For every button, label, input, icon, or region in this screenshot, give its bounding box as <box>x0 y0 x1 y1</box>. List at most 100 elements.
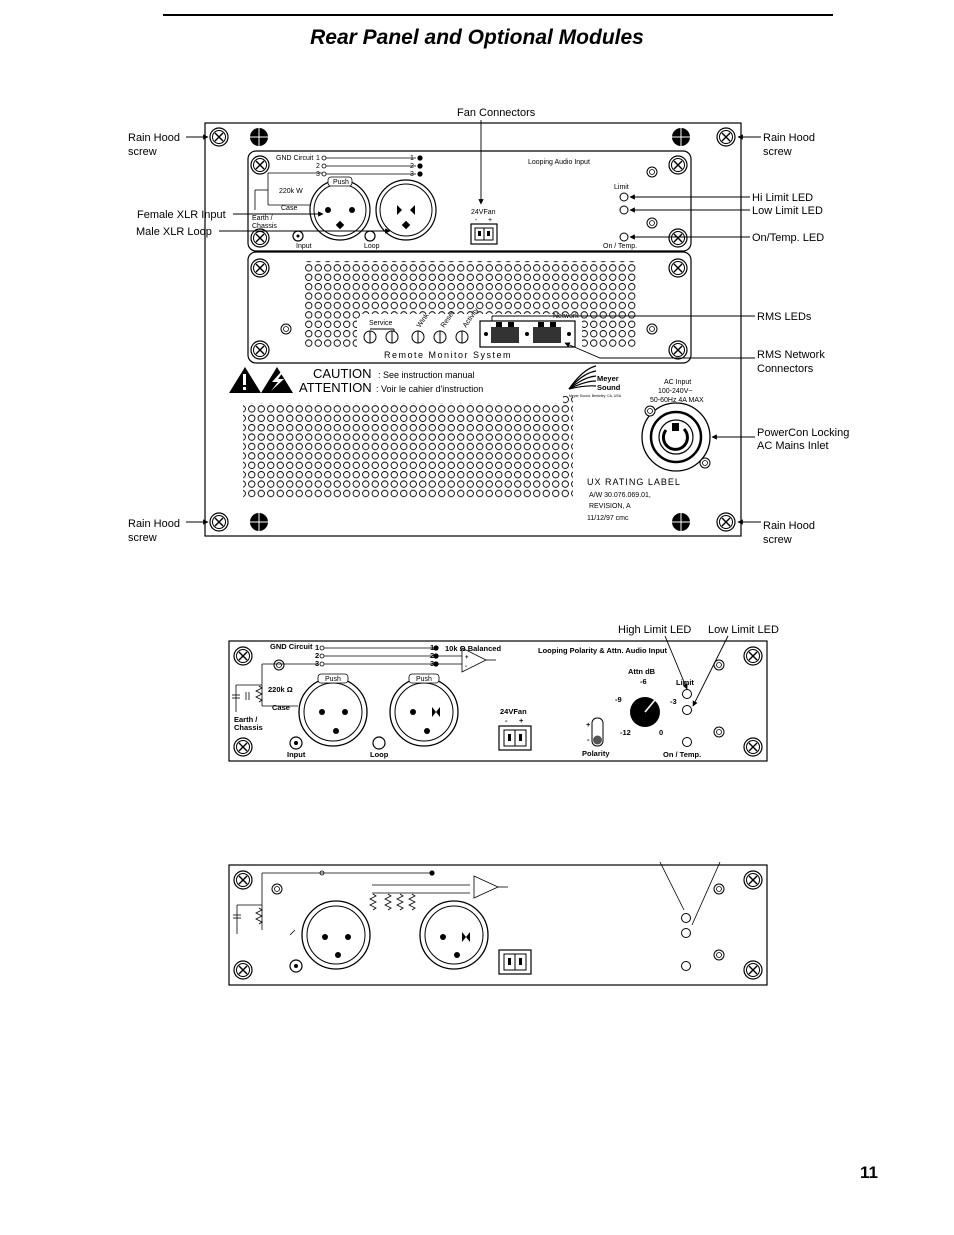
rain-hood-callout: Rain Hood <box>763 132 815 144</box>
pin-label: 3 <box>315 659 319 668</box>
fan-connector-icon <box>470 223 498 245</box>
pin-label: 1 <box>430 643 434 652</box>
sound-text: Sound <box>597 383 621 392</box>
loop-ring-icon <box>364 230 376 242</box>
attn-tick: -9 <box>615 695 622 704</box>
module-screw-icon <box>743 870 763 890</box>
polarity-label: Polarity <box>582 749 610 758</box>
module-screw-icon <box>250 258 270 278</box>
module-screw-icon <box>668 155 688 175</box>
rain-hood-screw-icon <box>209 127 229 147</box>
pin-label: 1 <box>315 643 319 652</box>
chassis-label: Chassis <box>234 723 263 732</box>
push-label: Push <box>333 179 349 186</box>
high-limit-callout: High Limit LED <box>618 624 691 636</box>
male-xlr-icon <box>419 900 489 970</box>
ac-freq-label: 50-60Hz 4A MAX <box>650 397 704 404</box>
grille-left <box>305 318 357 348</box>
module-ring-icon <box>713 883 725 895</box>
module-screw-icon <box>233 870 253 890</box>
balanced-label: 10k Ω Balanced <box>445 644 501 653</box>
warning-icon <box>229 367 261 393</box>
pin-label: 2 <box>410 163 414 170</box>
on-temp-label: On / Temp. <box>663 750 701 759</box>
polarity-switch-icon[interactable] <box>591 717 604 747</box>
module-screw-icon <box>668 340 688 360</box>
limit-label: Limit <box>676 678 694 687</box>
module-screw-icon <box>743 960 763 980</box>
low-limit-led-icon <box>619 205 629 215</box>
resistor-label: 220k Ω <box>268 685 293 694</box>
rms-title: Remote Monitor System <box>384 350 512 360</box>
rain-hood-callout: Rain Hood <box>763 520 815 532</box>
hi-limit-led-icon <box>619 192 629 202</box>
powercon-screw-icon <box>644 405 656 417</box>
module-screw-icon <box>250 340 270 360</box>
high-limit-led-icon <box>682 689 692 699</box>
powercon-inlet-icon <box>641 402 711 472</box>
module-screw-icon <box>233 737 253 757</box>
attn-tick: -6 <box>640 677 647 686</box>
male-xlr-icon <box>375 179 437 241</box>
male-xlr-callout: Male XLR Loop <box>136 226 212 238</box>
chassis-label: Chassis <box>252 223 277 230</box>
fan-plus-label: + <box>519 716 524 725</box>
module-screw-icon <box>233 646 253 666</box>
polarity-attn-module: GND Circuit 1 2 3 1 2 3 10k Ω Balanced <box>228 640 768 762</box>
on-temp-led-icon <box>681 961 691 971</box>
rain-hood-callout: Rain Hood <box>128 132 180 144</box>
powercon-callout: PowerCon Locking <box>757 427 849 439</box>
mount-hole-icon <box>671 127 691 147</box>
on-temp-label: On / Temp. <box>603 243 637 250</box>
input-ring-icon <box>292 230 304 242</box>
module-ring-icon <box>273 659 285 671</box>
ac-volt-label: 100-240V~ <box>658 388 692 395</box>
fan-connector-icon <box>498 725 532 751</box>
module-ring-icon <box>646 217 658 229</box>
grille-lower <box>243 396 573 499</box>
high-limit-led-icon <box>681 913 691 923</box>
mount-hole-icon <box>249 512 269 532</box>
mount-hole-icon <box>671 512 691 532</box>
polarity-minus: - <box>587 735 590 744</box>
polarity-plus: + <box>586 720 591 729</box>
rain-hood-screw-icon <box>716 512 736 532</box>
mount-hole-icon <box>249 127 269 147</box>
low-limit-led-icon <box>681 928 691 938</box>
module-ring-icon <box>646 166 658 178</box>
pin-label: 3 <box>430 659 434 668</box>
resistor-label: 220k W <box>279 188 303 195</box>
input-label: Input <box>287 750 306 759</box>
rain-hood-callout: screw <box>128 146 157 158</box>
rain-hood-callout: screw <box>128 532 157 544</box>
earth-label: Earth / <box>252 215 273 222</box>
earth-label: Earth / <box>234 715 258 724</box>
gnd-circuit-label: GND Circuit <box>270 642 313 651</box>
powercon-callout: AC Mains Inlet <box>757 440 829 452</box>
fan-connectors-callout: Fan Connectors <box>457 107 536 119</box>
fan-label: 24VFan <box>471 209 496 216</box>
caution-label: CAUTION <box>313 366 372 381</box>
module-screw-icon <box>250 155 270 175</box>
female-xlr-icon <box>301 900 371 970</box>
grille-right <box>582 318 636 348</box>
attn-db-label: Attn dB <box>628 667 656 676</box>
attenuation-knob-icon[interactable] <box>630 697 660 727</box>
loop-label: Loop <box>364 243 380 250</box>
rain-hood-callout: screw <box>763 146 792 158</box>
module-ring-icon <box>271 883 283 895</box>
meyer-small-text: Meyer Sound, Berkeley, CA, USA <box>569 394 622 398</box>
rms-network-connector-icon <box>479 320 576 348</box>
loop-label: Loop <box>370 750 389 759</box>
low-limit-callout: Low Limit LED <box>752 205 823 217</box>
low-limit-led-icon <box>682 705 692 715</box>
pin-label: 2 <box>430 651 434 660</box>
meyer-sound-logo-icon: Meyer Sound Meyer Sound, Berkeley, CA, U… <box>568 365 622 398</box>
rms-network-callout: RMS Network <box>757 349 825 361</box>
fan-label: 24VFan <box>500 707 527 716</box>
main-rear-panel: GND Circuit 1 2 3 1 2 3 220k W Case Eart… <box>204 122 742 537</box>
page-number: 11 <box>860 1163 878 1182</box>
on-temp-led-icon <box>682 737 692 747</box>
rain-hood-callout: screw <box>763 534 792 546</box>
attention-text: : Voir le cahier d'instruction <box>376 384 483 394</box>
